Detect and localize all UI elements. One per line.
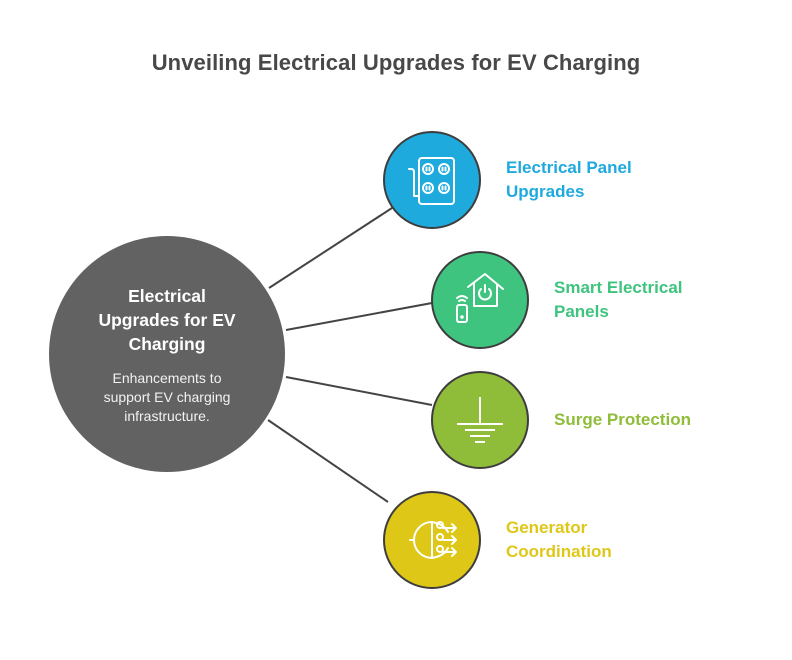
power-strip-icon xyxy=(408,157,455,205)
label-surge-protection: Surge Protection xyxy=(554,408,691,432)
node-surge-protection xyxy=(431,371,529,469)
connector-line-2 xyxy=(285,302,433,331)
smart-home-remote-icon xyxy=(456,273,504,323)
label-line-1: Electrical Panel xyxy=(506,158,632,177)
hub-desc-line-1: Enhancements to xyxy=(112,370,222,386)
label-generator-coordination: Generator Coordination xyxy=(506,516,612,564)
label-smart-electrical-panels: Smart Electrical Panels xyxy=(554,276,683,324)
connector-line-1 xyxy=(268,207,393,289)
hub-title-line-2: Upgrades for EV xyxy=(98,310,236,330)
label-line-2: Coordination xyxy=(506,542,612,561)
label-line-2: Upgrades xyxy=(506,182,585,201)
connector-line-4 xyxy=(267,419,389,503)
hub-circle xyxy=(49,236,285,472)
ground-symbol-icon xyxy=(457,397,503,443)
node-electrical-panel-upgrades xyxy=(383,131,481,229)
label-line-2: Panels xyxy=(554,302,609,321)
connector-line-3 xyxy=(285,376,433,406)
label-line-1: Surge Protection xyxy=(554,410,691,429)
node-smart-electrical-panels xyxy=(431,251,529,349)
diagram-title: Unveiling Electrical Upgrades for EV Cha… xyxy=(151,50,641,75)
hub-desc-line-2: support EV charging xyxy=(103,389,231,405)
hub-title-line-3: Charging xyxy=(128,334,206,354)
label-line-1: Generator xyxy=(506,518,588,537)
hub-desc-line-3: infrastructure. xyxy=(124,408,210,424)
label-line-1: Smart Electrical xyxy=(554,278,683,297)
logic-gate-flow-icon xyxy=(409,521,457,559)
node-generator-coordination xyxy=(383,491,481,589)
hub-title: Electrical Upgrades for EV Charging xyxy=(67,284,267,356)
hub-title-line-1: Electrical xyxy=(128,286,206,306)
hub-description: Enhancements to support EV charging infr… xyxy=(67,369,267,426)
label-electrical-panel-upgrades: Electrical Panel Upgrades xyxy=(506,156,632,204)
